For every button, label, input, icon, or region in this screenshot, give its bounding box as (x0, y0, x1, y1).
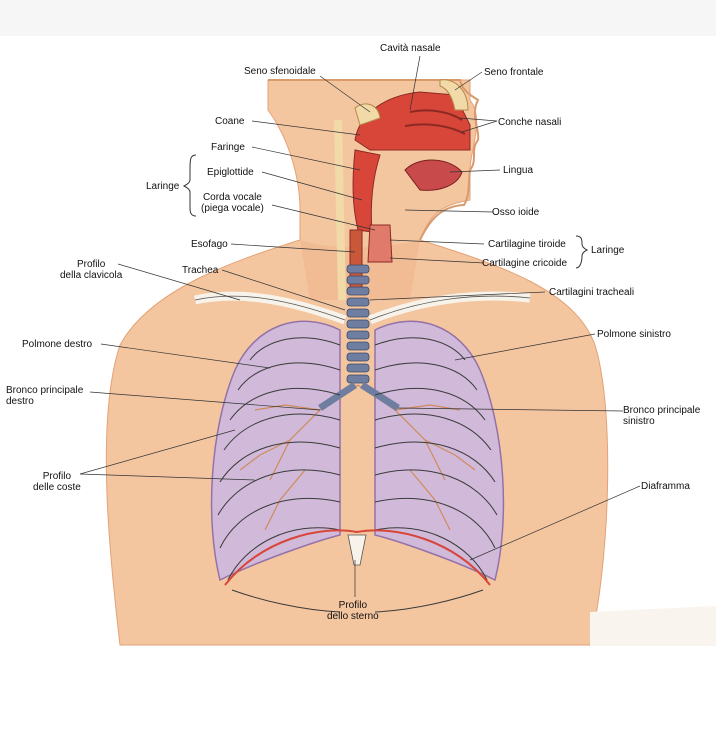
label-laringe-right: Laringe (591, 245, 625, 256)
label-profilo-coste: Profilo delle coste (33, 471, 81, 493)
main-bronchus-left (360, 382, 400, 411)
label-trachea: Trachea (182, 265, 219, 276)
label-lingua: Lingua (503, 165, 534, 176)
leader-lines (79, 55, 641, 597)
label-diaframma: Diaframma (641, 481, 690, 492)
concha-1 (409, 109, 463, 121)
label-bronco-sinistro: Bronco principale sinistro (623, 405, 701, 427)
clavicle-left-outline (369, 295, 531, 321)
label-conche-nasali: Conche nasali (498, 117, 562, 128)
label-esofago: Esofago (191, 239, 228, 250)
ribs (217, 337, 498, 613)
lung-left (374, 320, 505, 582)
tongue (404, 159, 463, 191)
label-profilo-clavicola: Profilo della clavicola (60, 259, 123, 281)
label-laringe-left: Laringe (146, 181, 180, 192)
label-seno-frontale: Seno frontale (484, 67, 544, 78)
label-osso-ioide: Osso ioide (492, 207, 540, 218)
face-profile (268, 79, 480, 241)
top-band (0, 0, 716, 36)
label-cartilagine-cricoide: Cartilagine cricoide (482, 258, 568, 269)
label-polmone-destro: Polmone destro (22, 339, 93, 350)
concha-2 (404, 123, 466, 135)
trachea-rings (346, 264, 370, 384)
label-cartilagine-tiroide: Cartilagine tiroide (488, 239, 566, 250)
diaphragm (224, 529, 491, 586)
label-corda-vocale: Corda vocale (piega vocale) (201, 192, 264, 214)
label-profilo-sterno: Profilo dello sterno (327, 600, 379, 622)
label-bronco-destro: Bronco principale destro (6, 385, 84, 407)
laringe-bracket-left (182, 154, 197, 217)
label-polmone-sinistro: Polmone sinistro (597, 329, 671, 340)
spine-hint (334, 119, 346, 301)
label-cartilagini-tracheali: Cartilagini tracheali (549, 287, 635, 298)
label-coane: Coane (215, 116, 245, 127)
clavicle-right-outline (194, 295, 346, 321)
label-epiglottide: Epiglottide (207, 167, 254, 178)
corner-patch (590, 606, 716, 646)
larynx (367, 224, 393, 263)
label-seno-sfenoidale: Seno sfenoidale (244, 66, 316, 77)
laringe-bracket-right (575, 235, 589, 269)
label-cavita-nasale: Cavità nasale (380, 43, 441, 54)
lung-right (210, 320, 341, 582)
sphenoid-sinus (354, 103, 381, 126)
main-bronchus-right (318, 382, 357, 411)
bottom-blank (0, 646, 716, 741)
label-faringe: Faringe (211, 142, 245, 153)
frontal-sinus (439, 79, 469, 111)
sternum (347, 534, 367, 566)
